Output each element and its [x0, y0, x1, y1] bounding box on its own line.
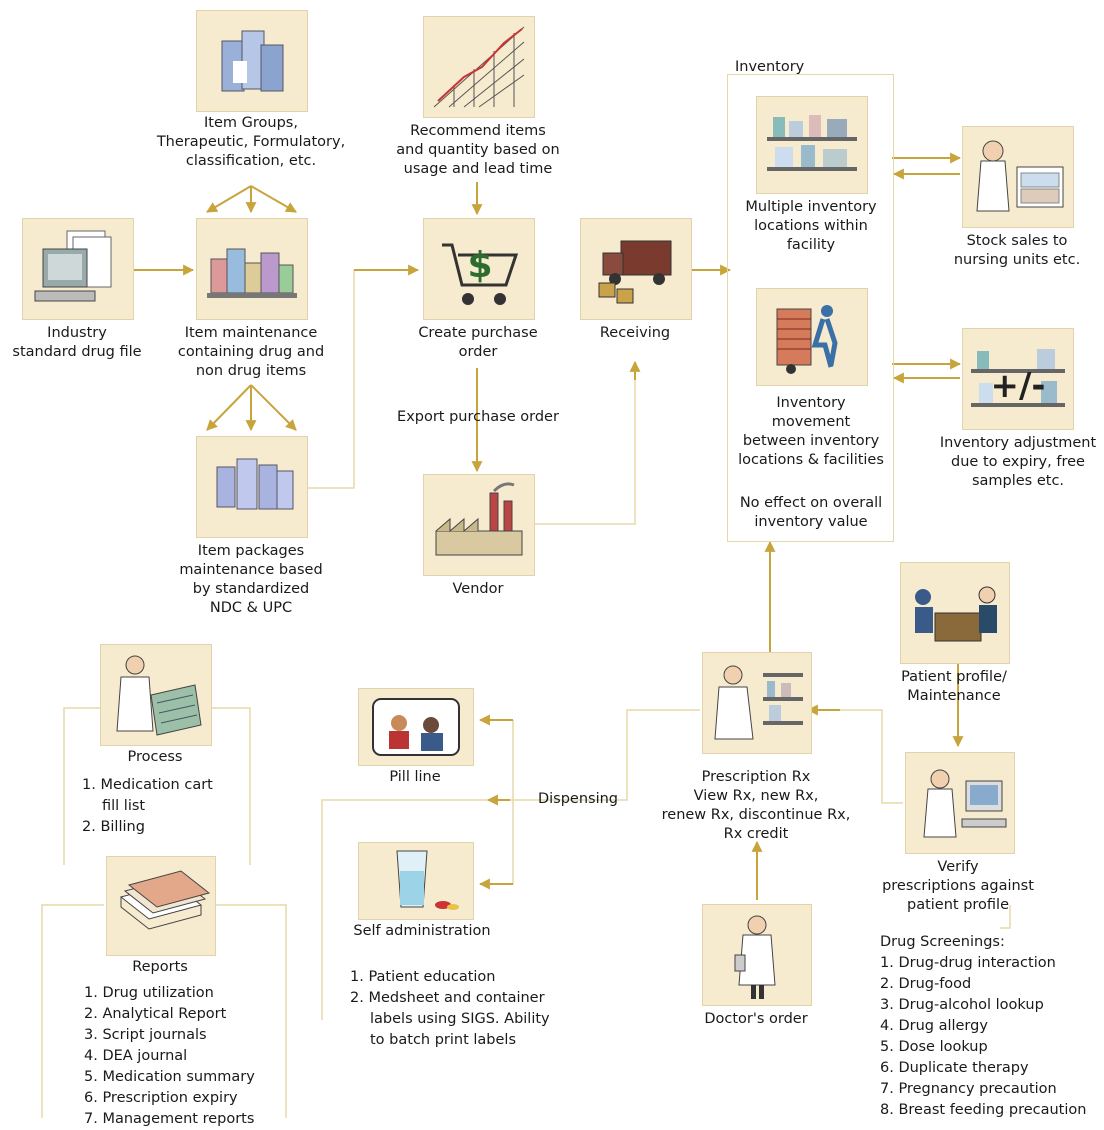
drug-boxes-icon [196, 10, 308, 112]
doctor-icon [702, 904, 812, 1006]
consultation-icon [900, 562, 1010, 664]
inventory-title: Inventory [735, 59, 805, 75]
doctor-clipboard-icon [100, 644, 212, 746]
process-label: Process [127, 749, 183, 765]
pill-line-label: Pill line [389, 769, 441, 785]
drug-screenings-title: Drug Screenings: [880, 934, 1005, 950]
drug-screenings-list: Drug Screenings: 1. Drug-drug interactio… [880, 934, 1087, 1118]
receiving-label: Receiving [599, 325, 671, 341]
process-bracket-right [212, 707, 251, 865]
plus-minus-shelf-icon: +/- [962, 328, 1074, 430]
maint-arrow-right [250, 384, 297, 431]
svg-text:+/-: +/- [990, 366, 1045, 406]
self-admin-bracket [321, 799, 505, 1020]
reports-stack-icon [106, 856, 216, 956]
rx-to-dispensing-line [500, 709, 700, 801]
packages-to-purchase-line [307, 270, 355, 489]
inventory-frame [727, 74, 894, 542]
patient-profile-label: Patient profile/Maintenance [901, 669, 1007, 704]
reports-bracket-right [216, 904, 287, 1118]
nurse-cart-icon [962, 126, 1074, 228]
water-glass-pill-icon [358, 842, 474, 920]
doctor-label: Doctor's order [704, 1011, 808, 1027]
self-admin-label: Self administration [353, 923, 491, 939]
packages-icon [196, 436, 308, 538]
pill-line-icon [358, 688, 474, 766]
medicine-shelf-icon [196, 218, 308, 320]
dispensing-label: Dispensing [537, 791, 619, 807]
pharmacist-icon [702, 652, 812, 754]
groups-arrow-right [250, 185, 297, 213]
maint-arrow-left [206, 384, 252, 431]
export-purchase-label: Export purchase order [397, 409, 559, 425]
reports-bracket [41, 904, 104, 1118]
factory-icon [423, 474, 535, 576]
storage-shelf-icon [756, 96, 868, 194]
item-groups-label: Item Groups,Therapeutic, Formulatory,cla… [156, 115, 346, 169]
delivery-truck-icon [580, 218, 692, 320]
groups-arrow-left [206, 185, 252, 213]
rising-graph-icon [423, 16, 535, 118]
vendor-to-receiving-line [532, 372, 636, 525]
process-list: 1. Medication cart fill list 2. Billing [82, 777, 213, 835]
hand-truck-icon [756, 288, 868, 386]
process-bracket [63, 707, 100, 865]
nurse-computer-icon [905, 752, 1015, 854]
verify-to-rx-line [820, 709, 903, 804]
vendor-label: Vendor [452, 581, 504, 597]
reports-list: 1. Drug utilization 2. Analytical Report… [84, 985, 255, 1127]
svg-text:$: $ [467, 245, 492, 286]
screenings-bracket [1000, 905, 1011, 929]
self-admin-list: 1. Patient education 2. Medsheet and con… [350, 969, 550, 1048]
reports-label: Reports [132, 959, 188, 975]
shopping-cart-dollar-icon: $ [423, 218, 535, 320]
computer-icon [22, 218, 134, 320]
